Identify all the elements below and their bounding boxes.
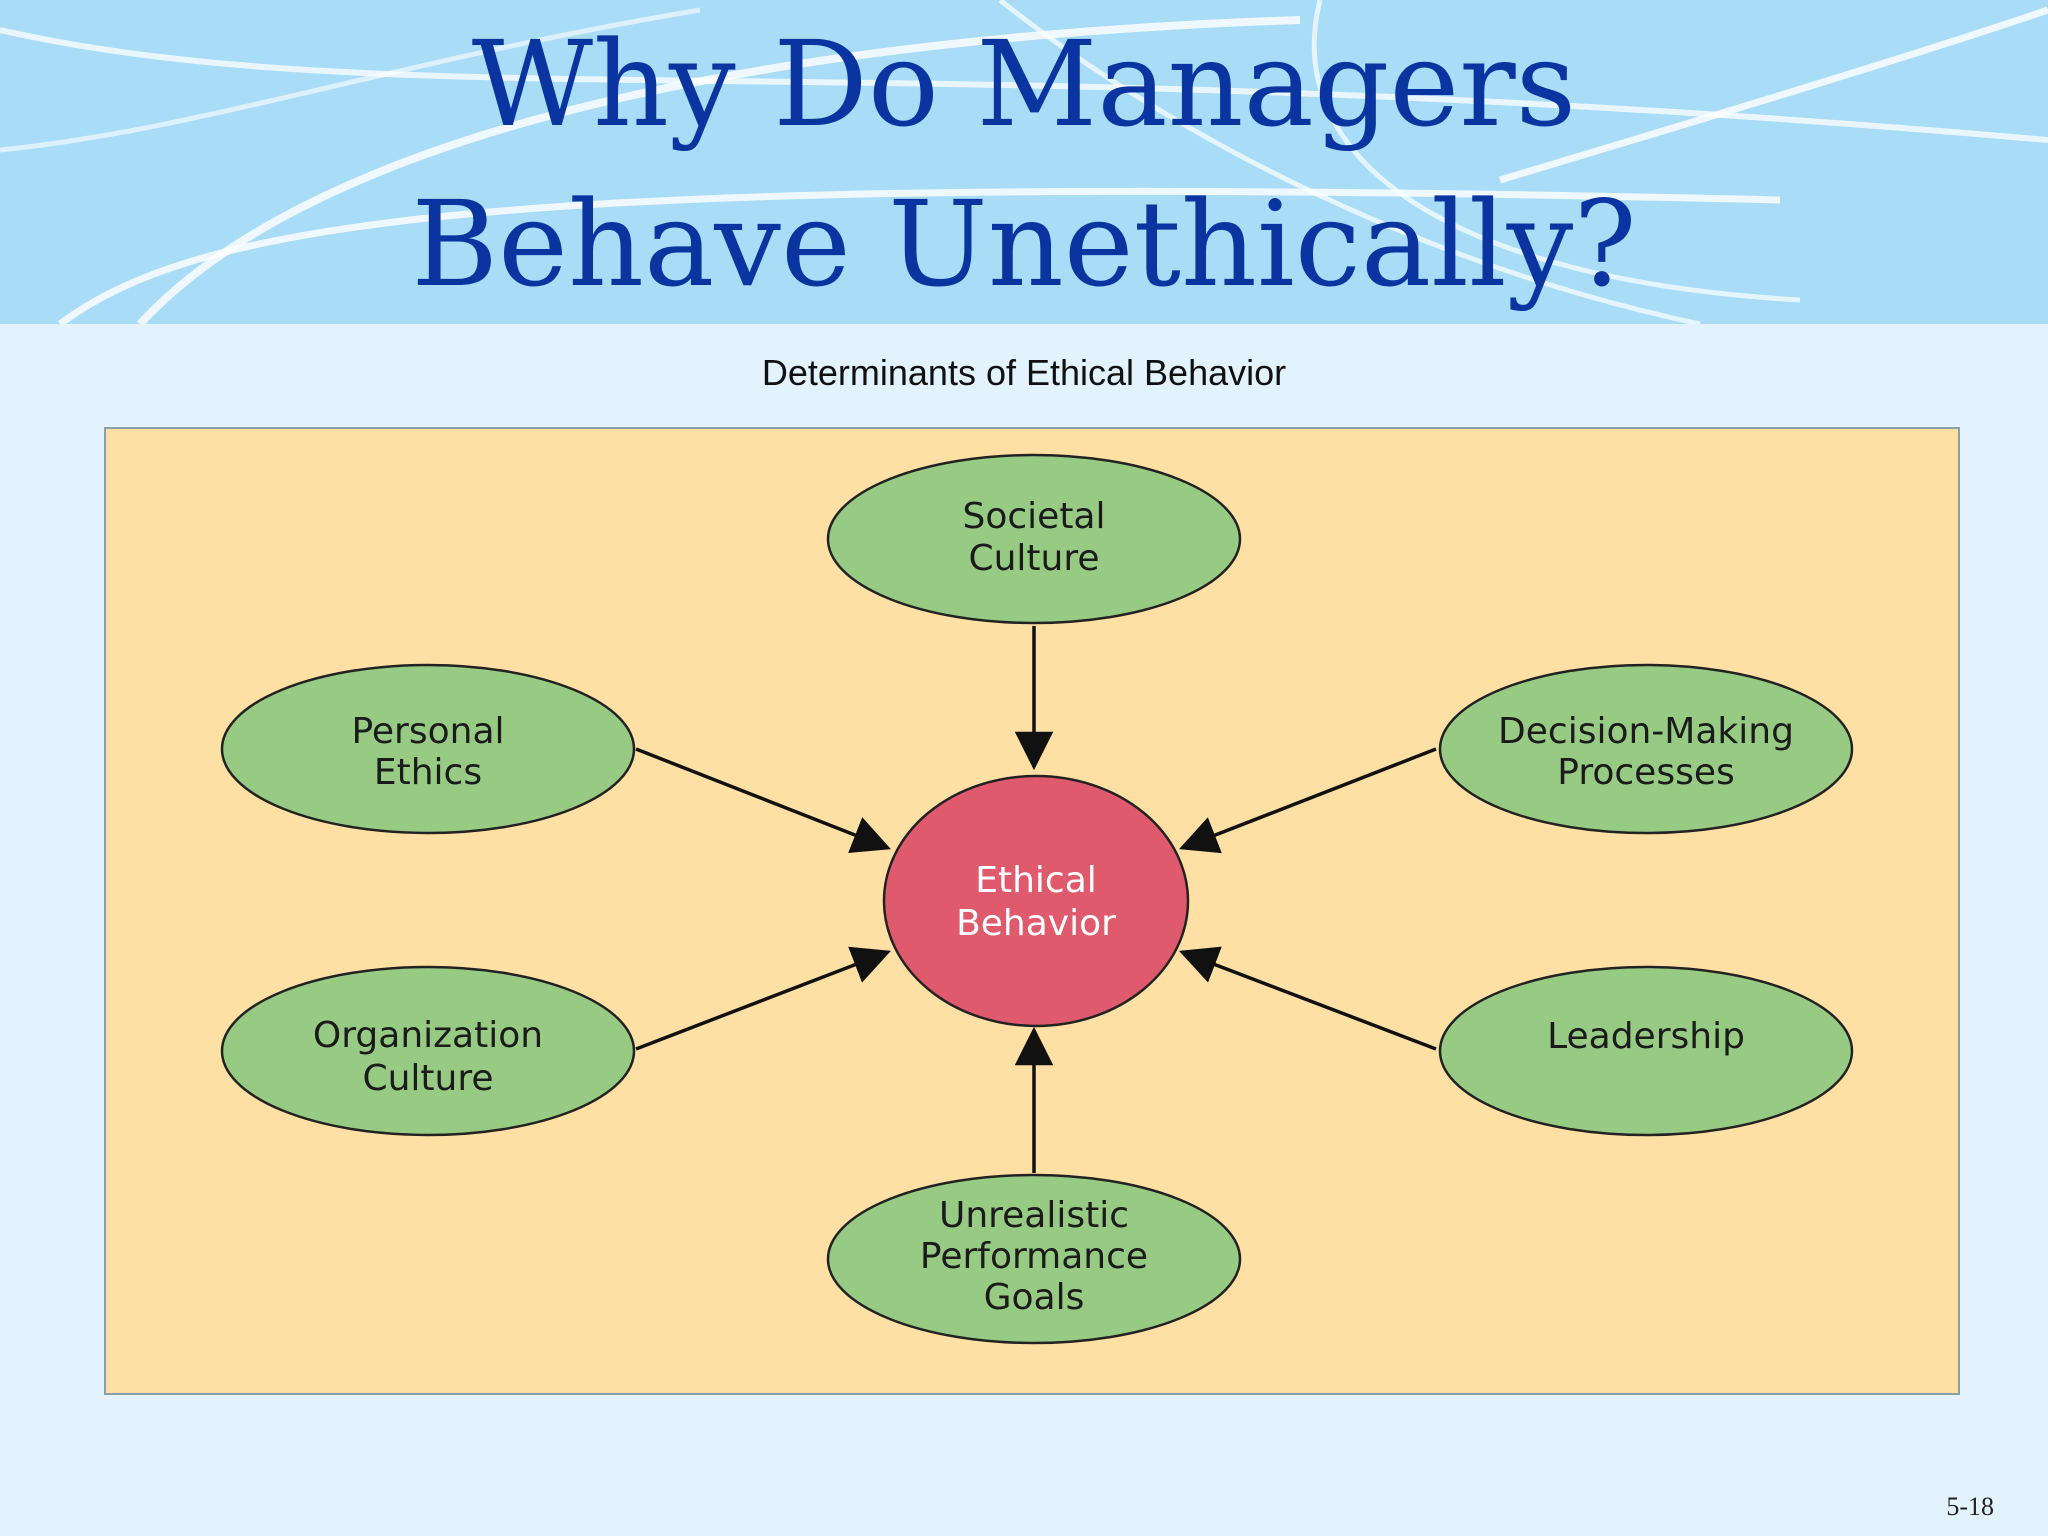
diagram-panel: Societal Culture Personal Ethics Decisio… — [104, 427, 1960, 1395]
node-ethical-behavior: Ethical Behavior — [882, 774, 1190, 1028]
diagram-caption: Determinants of Ethical Behavior — [761, 352, 1287, 393]
title-banner: Why Do Managers Behave Unethically? — [0, 0, 2048, 324]
slide-title-line-2: Behave Unethically? — [411, 175, 1637, 313]
node-goals-line-2: Performance — [920, 1236, 1148, 1277]
node-leadership-label: Leadership — [1547, 1016, 1745, 1057]
banner-swoosh-decoration — [0, 0, 2048, 324]
center-node-line-2: Behavior — [956, 903, 1116, 944]
node-personal-ethics: Personal Ethics — [220, 663, 636, 835]
node-societal-culture-line-2: Culture — [968, 538, 1099, 579]
arrow-leadership-to-center — [1179, 946, 1437, 1051]
node-decision-making-line-1: Decision-Making — [1498, 711, 1794, 752]
node-organization-culture: Organization Culture — [220, 965, 636, 1137]
node-decision-making-line-2: Processes — [1557, 752, 1734, 793]
page-number: 5-18 — [1946, 1492, 1994, 1521]
determinants-diagram: Societal Culture Personal Ethics Decisio… — [220, 453, 1854, 1345]
node-goals-line-1: Unrealistic — [939, 1195, 1129, 1236]
slide-title: Why Do Managers Behave Unethically? — [0, 4, 2048, 324]
node-organization-culture-line-1: Organization — [313, 1015, 543, 1056]
node-personal-ethics-line-2: Ethics — [374, 752, 482, 793]
slide-title-line-1: Why Do Managers — [471, 15, 1577, 153]
node-leadership: Leadership — [1438, 965, 1854, 1137]
node-personal-ethics-line-1: Personal — [351, 711, 504, 752]
node-goals-line-3: Goals — [984, 1277, 1085, 1318]
node-organization-culture-line-2: Culture — [362, 1058, 493, 1099]
node-societal-culture-line-1: Societal — [963, 496, 1106, 537]
node-unrealistic-performance-goals: Unrealistic Performance Goals — [826, 1173, 1242, 1345]
arrow-decision-to-center — [1179, 747, 1437, 854]
center-node-line-1: Ethical — [975, 860, 1097, 901]
arrow-organization-to-center — [635, 946, 891, 1051]
node-societal-culture: Societal Culture — [826, 453, 1242, 625]
arrow-personal-to-center — [635, 747, 891, 854]
node-decision-making-processes: Decision-Making Processes — [1438, 663, 1854, 835]
